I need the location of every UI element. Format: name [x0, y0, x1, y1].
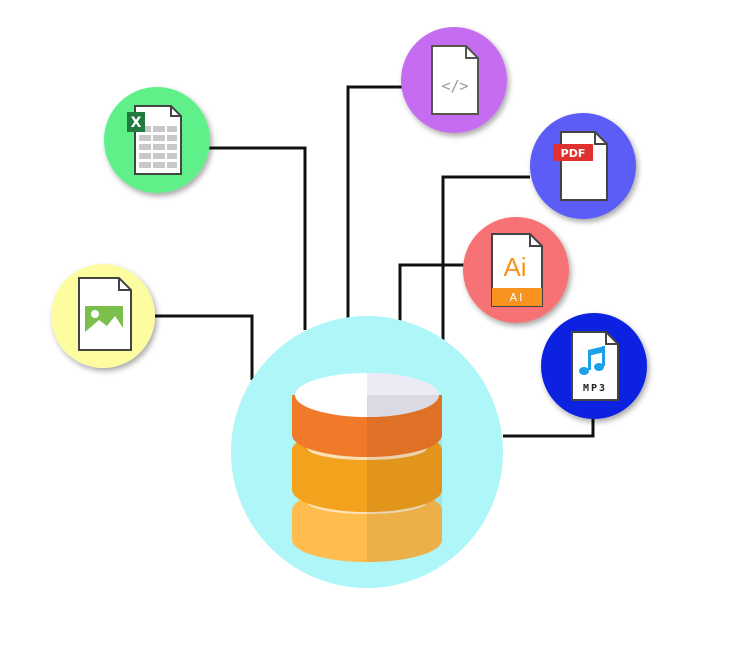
- ai-label: Ai: [503, 252, 526, 282]
- image-node: [51, 264, 155, 368]
- music-note-icon: [579, 346, 605, 375]
- excel-node: X: [104, 87, 210, 193]
- ai-node: Ai AI: [463, 217, 569, 323]
- code-label: </>: [441, 77, 468, 95]
- connector-excel: [205, 146, 307, 330]
- image-file-icon: [78, 277, 132, 351]
- illustrator-file-icon: Ai AI: [491, 233, 543, 307]
- connector-mp3: [503, 418, 595, 438]
- excel-badge-letter: X: [131, 115, 142, 131]
- ai-sub-label: AI: [510, 291, 525, 304]
- excel-spreadsheet-icon: X: [127, 105, 182, 175]
- connector-ai: [398, 263, 468, 322]
- pdf-node: PDF: [530, 113, 636, 219]
- connector-image: [155, 314, 254, 380]
- mp3-label: MP3: [583, 383, 607, 394]
- mp3-node: MP3: [541, 313, 647, 419]
- connector-pdf: [441, 175, 530, 340]
- mp3-file-icon: MP3: [571, 331, 619, 401]
- code-file-icon: </>: [431, 45, 479, 115]
- pdf-label: PDF: [561, 147, 586, 160]
- code-node: </>: [401, 27, 507, 133]
- connectors: [155, 85, 595, 438]
- connector-code: [346, 85, 405, 322]
- pdf-file-icon: PDF: [553, 131, 608, 201]
- database-icon: [292, 373, 442, 562]
